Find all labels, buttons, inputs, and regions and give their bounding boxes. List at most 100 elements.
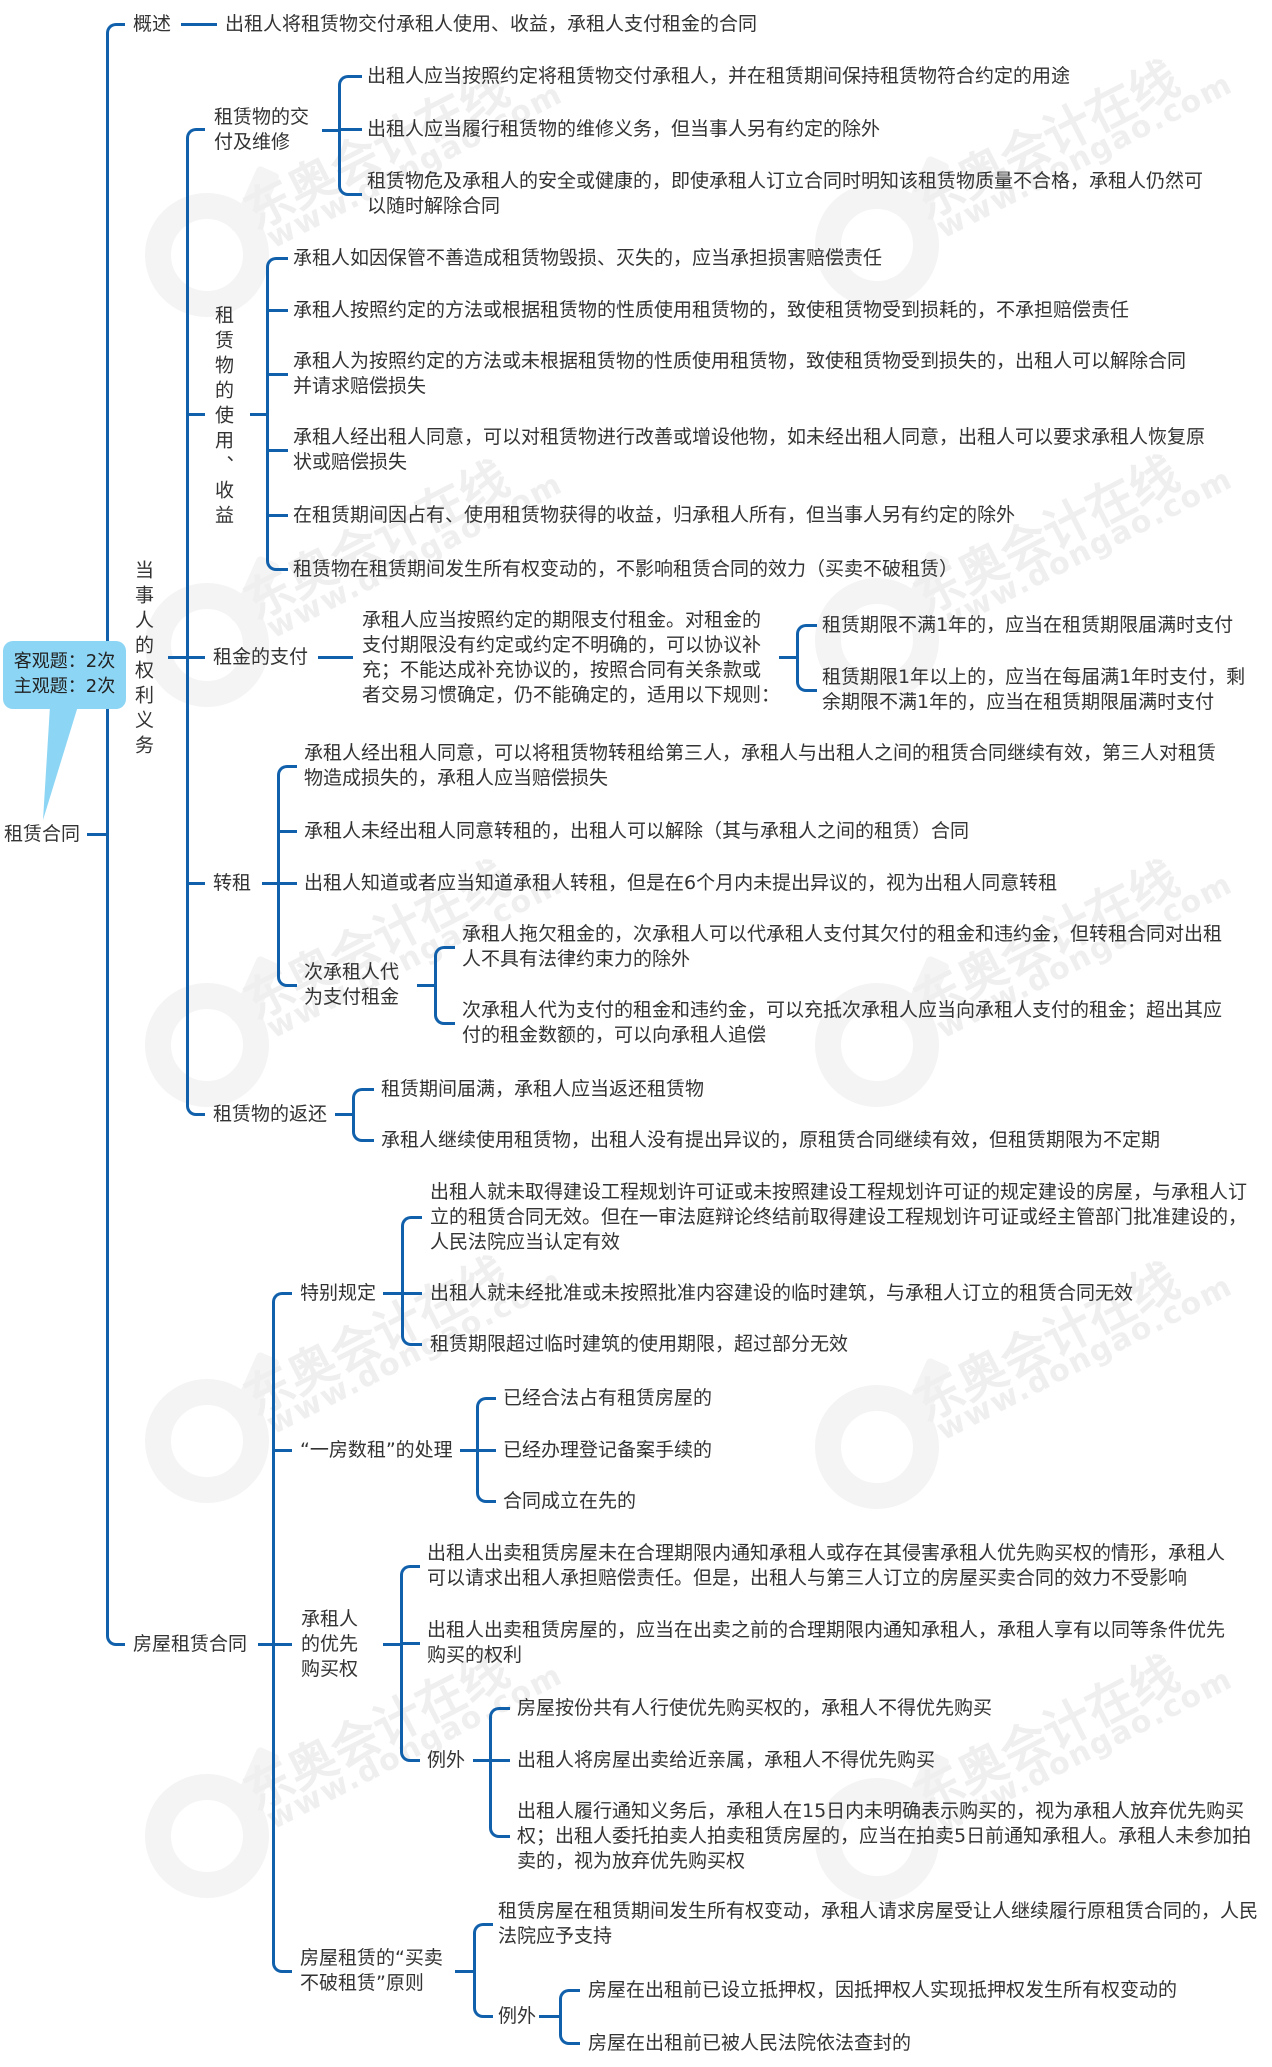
connector-line: [401, 1641, 420, 1645]
node-sale-no-break-exceptions-label: 例外: [498, 2004, 537, 2027]
node-rights-label: 当事人的权利义务: [132, 560, 154, 760]
sublease-branch-bracket: [276, 764, 297, 987]
preemption-item: 出租人出卖租赁房屋的，应当在出卖之前的合理期限内通知承租人，承租人享有以同等条件…: [427, 1619, 1226, 1666]
sale-no-break-exception-item: 房屋在出租前已设立抵押权，因抵押权人实现抵押权发生所有权变动的: [588, 1978, 1178, 2001]
preemption-exception-item: 出租人将房屋出卖给近亲属，承租人不得优先购买: [517, 1748, 936, 1771]
multi-lease-item: 合同成立在先的: [503, 1489, 637, 1512]
rent-branch-bracket: [795, 623, 817, 692]
connector-line: [250, 412, 267, 416]
connector-line: [258, 1642, 273, 1646]
sublease-item: 承租人未经出租人同意转租的，出租人可以解除（其与承租人之间的租赁）合同: [304, 819, 970, 842]
sub-payment-item: 次承租人代为支付的租金和违约金，可以充抵次承租人应当向承租人支付的租金；超出其应…: [462, 999, 1223, 1046]
preemption-exceptions-bracket: [488, 1706, 510, 1838]
connector-line: [383, 1291, 402, 1295]
delivery-item: 租赁物危及承租人的安全或健康的，即使承租人订立合同时明知该租赁物质量不合格，承租…: [367, 169, 1204, 217]
sublease-item: 出租人知道或者应当知道承租人转租，但是在6个月内未提出异议的，视为出租人同意转租: [304, 871, 1058, 894]
use-item: 承租人按照约定的方法或根据租赁物的性质使用租赁物的，致使租赁物受到损耗的，不承担…: [293, 298, 1130, 321]
housing-branch-bracket: [271, 1291, 292, 1973]
use-item: 承租人为按照约定的方法或未根据租赁物的性质使用租赁物，致使租赁物受到损失的，出租…: [293, 350, 1187, 397]
node-housing-label: 房屋租赁合同: [133, 1632, 248, 1655]
connector-line: [417, 983, 435, 987]
connector-line: [322, 128, 339, 132]
connector-line: [187, 655, 205, 659]
rent-rule-text: 承租人应当按照约定的期限支付租金。对租金的 支付期限没有约定或约定不明确的，可以…: [362, 608, 781, 706]
use-item: 在租赁期间因占有、使用租赁物获得的收益，归承租人所有，但当事人另有约定的除外: [293, 503, 1016, 526]
use-item: 承租人经出租人同意，可以对租赁物进行改善或增设他物，如未经出租人同意，出租人可以…: [293, 426, 1206, 473]
rent-item: 租赁期限1年以上的，应当在每届满1年时支付，剩 余期限不满1年的，应当在租赁期限…: [822, 666, 1246, 713]
use-item: 承租人如因保管不善造成租赁物毁损、灭失的，应当承担损害赔偿责任: [293, 246, 883, 269]
root-branch-bracket: [105, 22, 125, 1646]
node-overview-text: 出租人将租赁物交付承租人使用、收益，承租人支付租金的合同: [225, 12, 758, 35]
connector-line: [402, 1291, 422, 1295]
special-branch-bracket: [400, 1215, 422, 1346]
delivery-item: 出租人应当按照约定将租赁物交付承租人，并在租赁期间保持租赁物符合约定的用途: [367, 64, 1071, 87]
root-node-label: 租赁合同: [4, 822, 81, 845]
connector-line: [273, 1642, 292, 1646]
node-preemption-exceptions-label: 例外: [427, 1748, 466, 1771]
special-item: 出租人就未经批准或未按照批准内容建设的临时建筑，与承租人订立的租赁合同无效: [430, 1281, 1134, 1304]
sub-payment-branch-bracket: [433, 945, 455, 1025]
connector-line: [187, 881, 205, 885]
multi-lease-branch-bracket: [475, 1396, 496, 1503]
return-branch-bracket: [351, 1087, 374, 1142]
connector-line: [278, 881, 297, 885]
preemption-branch-bracket: [399, 1564, 420, 1762]
multi-lease-item: 已经办理登记备案手续的: [503, 1438, 713, 1461]
connector-line: [87, 832, 107, 836]
node-overview-label: 概述: [133, 12, 172, 35]
preemption-item: 出租人出卖租赁房屋未在合理期限内通知承租人或存在其侵害承租人优先购买权的情形，承…: [427, 1542, 1226, 1589]
callout-pointer: [43, 706, 78, 820]
connector-line: [335, 1112, 353, 1116]
rent-item: 租赁期限不满1年的，应当在租赁期限届满时支付: [822, 613, 1234, 636]
connector-line: [267, 448, 288, 452]
sublease-item: 承租人经出租人同意，可以将租赁物转租给第三人，承租人与出租人之间的租赁合同继续有…: [304, 742, 1217, 789]
connector-line: [779, 655, 797, 659]
connector-line: [490, 1758, 510, 1762]
node-multi-lease-label: “一房数租”的处理: [300, 1438, 453, 1461]
connector-line: [339, 127, 362, 131]
connector-line: [181, 22, 217, 26]
connector-line: [318, 655, 353, 659]
node-use-label: 租赁物的使用、收益: [212, 304, 234, 530]
preemption-exception-item: 出租人履行通知义务后，承租人在15日内未明确表示购买的，视为承租人放弃优先购买 …: [517, 1799, 1252, 1872]
use-item: 租赁物在租赁期间发生所有权变动的，不影响租赁合同的效力（买卖不破租赁）: [293, 557, 959, 580]
connector-line: [473, 1758, 490, 1762]
sale-no-break-item: 租赁房屋在租赁期间发生所有权变动，承租人请求房屋受让人继续履行原租赁合同的，人民…: [498, 1900, 1259, 1947]
multi-lease-item: 已经合法占有租赁房屋的: [503, 1386, 713, 1409]
delivery-branch-bracket: [337, 74, 362, 196]
special-item: 租赁期限超过临时建筑的使用期限，超过部分无效: [430, 1332, 849, 1355]
connector-line: [168, 655, 187, 659]
node-return-label: 租赁物的返还: [213, 1102, 328, 1125]
connector-line: [278, 829, 297, 833]
node-sublease-label: 转租: [213, 871, 252, 894]
rights-branch-bracket: [185, 127, 205, 1116]
exam-frequency-callout: 客观题：2次 主观题：2次: [3, 641, 126, 709]
sub-payment-item: 承租人拖欠租金的，次承租人可以代承租人支付其欠付的租金和违约金，但转租合同对出租…: [462, 923, 1223, 970]
node-sub-payment-label: 次承租人代 为支付租金: [304, 961, 400, 1008]
connector-line: [267, 372, 288, 376]
delivery-item: 出租人应当履行租赁物的维修义务，但当事人另有约定的除外: [367, 117, 881, 140]
sale-no-break-exceptions-bracket: [558, 1988, 580, 2045]
sale-no-break-exception-item: 房屋在出租前已被人民法院依法查封的: [588, 2031, 912, 2054]
return-item: 租赁期间届满，承租人应当返还租赁物: [381, 1077, 705, 1100]
connector-line: [267, 513, 288, 517]
node-special-label: 特别规定: [300, 1281, 377, 1304]
preemption-exception-item: 房屋按份共有人行使优先购买权的，承租人不得优先购买: [517, 1696, 993, 1719]
connector-line: [539, 2014, 560, 2018]
node-rent-label: 租金的支付: [213, 645, 309, 668]
connector-line: [455, 1969, 474, 1973]
watermark-logo-icon: [145, 983, 269, 1107]
sale-no-break-branch-bracket: [472, 1922, 493, 2018]
connector-line: [187, 412, 205, 416]
node-delivery-label: 租赁物的交 付及维修: [214, 106, 310, 153]
connector-line: [477, 1448, 496, 1452]
use-branch-bracket: [265, 256, 288, 571]
return-item: 承租人继续使用租赁物，出租人没有提出异议的，原租赁合同继续有效，但租赁期限为不定…: [381, 1128, 1161, 1151]
connector-line: [383, 1642, 401, 1646]
node-preemption-label: 承租人 的优先 购买权: [301, 1607, 359, 1680]
connector-line: [262, 881, 278, 885]
node-sale-no-break-label: 房屋租赁的“买卖 不破租赁”原则: [300, 1947, 443, 1994]
special-item: 出租人就未取得建设工程规划许可证或未按照建设工程规划许可证的规定建设的房屋，与承…: [430, 1180, 1248, 1253]
connector-line: [267, 308, 288, 312]
connector-line: [460, 1448, 477, 1452]
